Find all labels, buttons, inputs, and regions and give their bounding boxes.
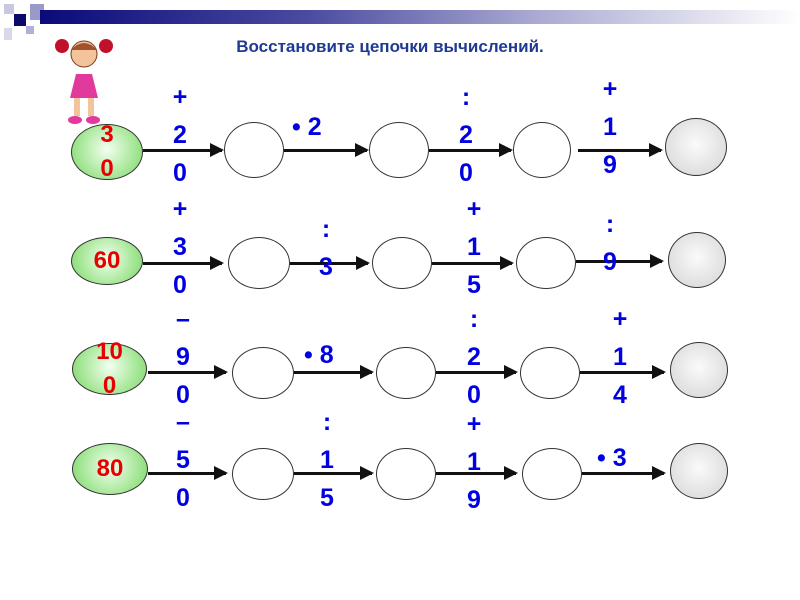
- operation-label: –90: [176, 305, 190, 409]
- final-result-bubble[interactable]: [665, 118, 727, 176]
- operation-label: +19: [466, 410, 482, 514]
- operation-label: +20: [172, 83, 188, 187]
- final-result-bubble[interactable]: [668, 232, 726, 288]
- arrow: [294, 466, 374, 480]
- girl-illustration: [55, 39, 113, 124]
- arrow: [290, 256, 370, 270]
- final-result-bubble[interactable]: [670, 443, 728, 499]
- decor-square: [26, 26, 34, 34]
- operation-label: :20: [467, 305, 481, 409]
- arrow: [580, 365, 666, 379]
- arrow: [143, 143, 224, 157]
- arrow: [148, 365, 228, 379]
- page-title: Восстановите цепочки вычислений.: [236, 37, 544, 56]
- arrow: [576, 254, 664, 268]
- operation-label: • 3: [597, 444, 627, 472]
- operation-label: :9: [603, 210, 617, 276]
- operation-label: +14: [612, 305, 628, 409]
- start-value: 80: [96, 455, 124, 482]
- decor-square: [4, 28, 12, 40]
- arrow: [578, 143, 663, 157]
- arrow: [294, 365, 374, 379]
- arrow: [582, 466, 666, 480]
- arrow: [436, 466, 518, 480]
- arrow: [143, 256, 224, 270]
- answer-bubble[interactable]: [376, 347, 436, 399]
- answer-bubble[interactable]: [376, 448, 436, 500]
- decor-square: [14, 14, 26, 26]
- answer-bubble[interactable]: [372, 237, 432, 289]
- start-value-bubble: 100: [72, 338, 147, 399]
- header-gradient-bar: [40, 10, 800, 24]
- arrow: [284, 143, 369, 157]
- start-value: 30: [100, 121, 114, 182]
- operation-label: –50: [176, 408, 190, 512]
- operation-label: :3: [319, 215, 333, 281]
- operation-label: +30: [172, 195, 188, 299]
- start-value: 60: [93, 247, 121, 274]
- start-value: 100: [96, 338, 123, 399]
- arrow: [148, 466, 228, 480]
- arrow: [432, 256, 514, 270]
- start-value-bubble: 80: [72, 443, 148, 495]
- answer-bubble[interactable]: [228, 237, 290, 289]
- arrow: [429, 143, 513, 157]
- operation-label: :20: [459, 83, 473, 187]
- operation-label: +15: [466, 195, 482, 299]
- answer-bubble[interactable]: [522, 448, 582, 500]
- operation-label: • 8: [304, 341, 334, 369]
- answer-bubble[interactable]: [513, 122, 571, 178]
- answer-bubble[interactable]: [520, 347, 580, 399]
- decor-square: [4, 4, 14, 14]
- answer-bubble[interactable]: [224, 122, 284, 178]
- operation-label: :15: [320, 408, 334, 512]
- answer-bubble[interactable]: [232, 448, 294, 500]
- answer-bubble[interactable]: [232, 347, 294, 399]
- arrow: [436, 365, 518, 379]
- operation-label: • 2: [292, 113, 322, 141]
- start-value-bubble: 60: [71, 237, 143, 285]
- start-value-bubble: 30: [71, 121, 143, 182]
- final-result-bubble[interactable]: [670, 342, 728, 398]
- answer-bubble[interactable]: [369, 122, 429, 178]
- answer-bubble[interactable]: [516, 237, 576, 289]
- operation-label: +19: [602, 75, 618, 179]
